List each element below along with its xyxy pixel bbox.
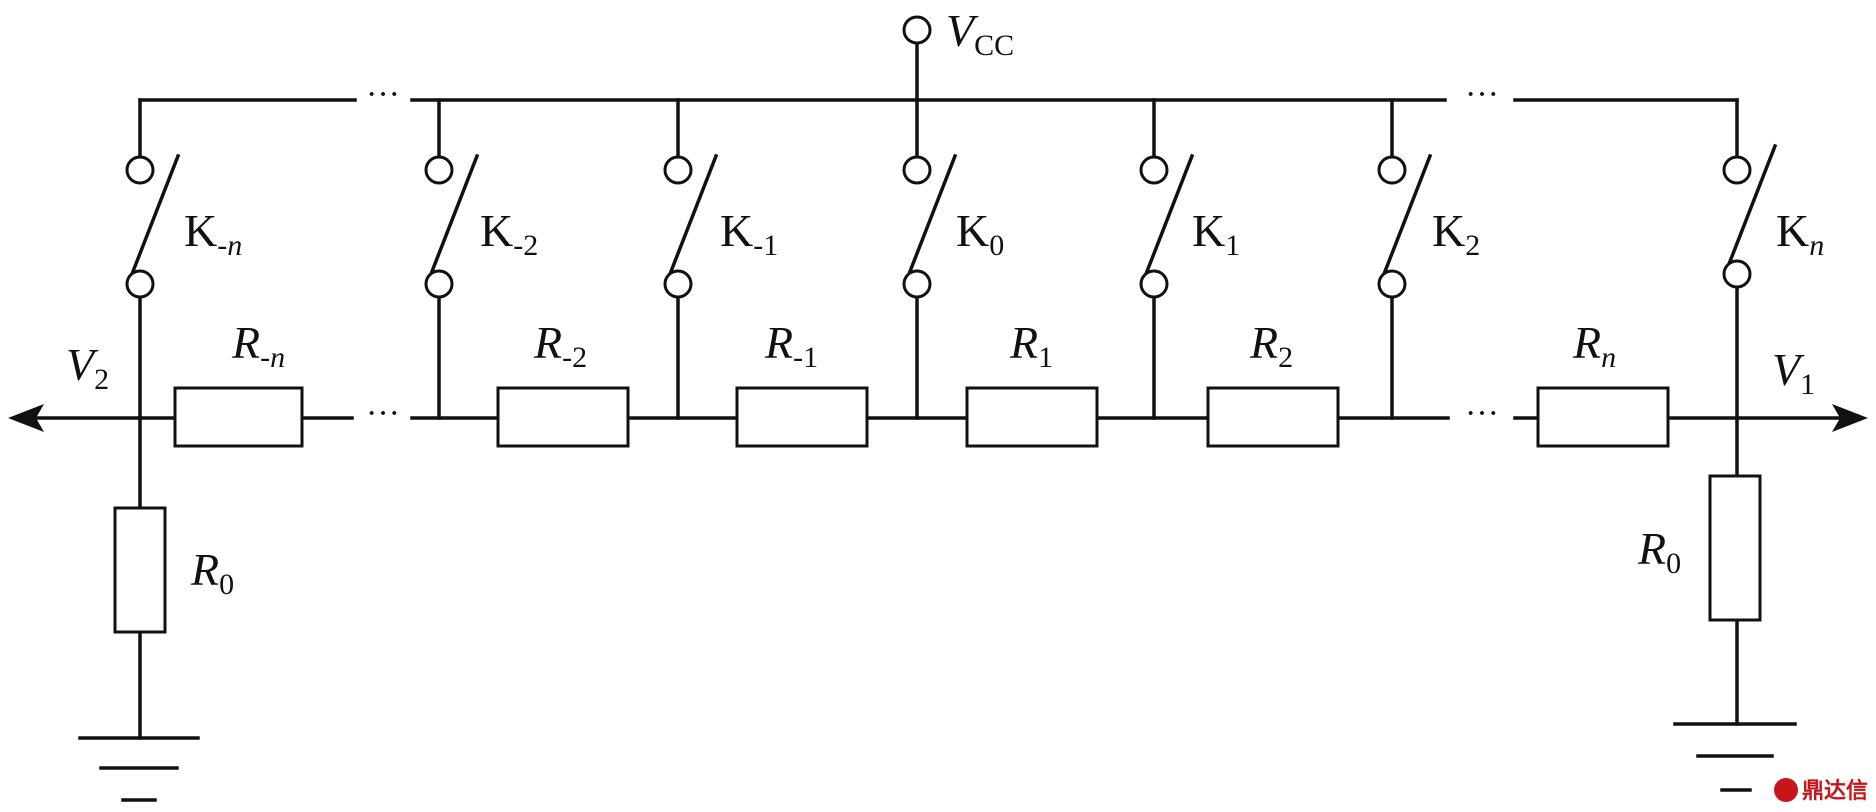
label-k-1: K-1 xyxy=(720,205,778,262)
resistor-r-2 xyxy=(496,386,630,448)
label-r-2: R-2 xyxy=(533,317,587,374)
resistor-r-1 xyxy=(735,386,869,448)
label-rn: Rn xyxy=(1572,317,1616,374)
label-r-n: R-n xyxy=(231,317,285,374)
ellipsis-top-left: ··· xyxy=(366,76,400,113)
ground-left-icon xyxy=(78,736,200,802)
label-r0-left: R0 xyxy=(190,544,234,601)
switch-kn xyxy=(1722,143,1778,289)
watermark-logo: 鼎达信 xyxy=(1774,778,1868,804)
arrow-right-icon xyxy=(1832,404,1868,432)
label-r0-right: R0 xyxy=(1637,523,1681,580)
switch-k-2 xyxy=(424,153,480,299)
switch-k0 xyxy=(902,153,958,299)
svg-text:鼎达信: 鼎达信 xyxy=(1802,778,1868,804)
label-v1: V1 xyxy=(1772,344,1815,401)
switch-k1 xyxy=(1139,153,1195,299)
label-r-1: R-1 xyxy=(764,317,818,374)
ellipsis-main-right: ··· xyxy=(1465,395,1499,432)
ellipsis-top-right: ··· xyxy=(1465,76,1499,113)
wiring xyxy=(20,40,1852,740)
resistor-r2 xyxy=(1206,386,1340,448)
ground-right-icon xyxy=(1673,722,1797,792)
vcc-label: VCC xyxy=(946,5,1014,62)
label-k-n: K-n xyxy=(184,205,242,262)
label-k0: K0 xyxy=(956,205,1004,262)
switch-k-1 xyxy=(663,153,719,299)
ellipsis-main-left: ··· xyxy=(366,395,400,432)
label-k2: K2 xyxy=(1432,205,1480,262)
label-r2: R2 xyxy=(1249,317,1293,374)
switch-k2 xyxy=(1377,153,1433,299)
label-kn: Kn xyxy=(1776,205,1824,262)
arrow-left-icon xyxy=(8,404,44,432)
label-r1: R1 xyxy=(1009,317,1053,374)
switch-k-n xyxy=(125,153,181,299)
resistor-r0-left xyxy=(113,506,167,634)
resistor-r0-right xyxy=(1708,474,1762,622)
resistor-r1 xyxy=(965,386,1099,448)
label-v2: V2 xyxy=(66,339,109,396)
label-k1: K1 xyxy=(1192,205,1240,262)
label-k-2: K-2 xyxy=(480,205,538,262)
resistor-rn xyxy=(1536,386,1670,448)
resistor-r-n xyxy=(173,386,304,448)
vcc-terminal xyxy=(902,15,932,45)
